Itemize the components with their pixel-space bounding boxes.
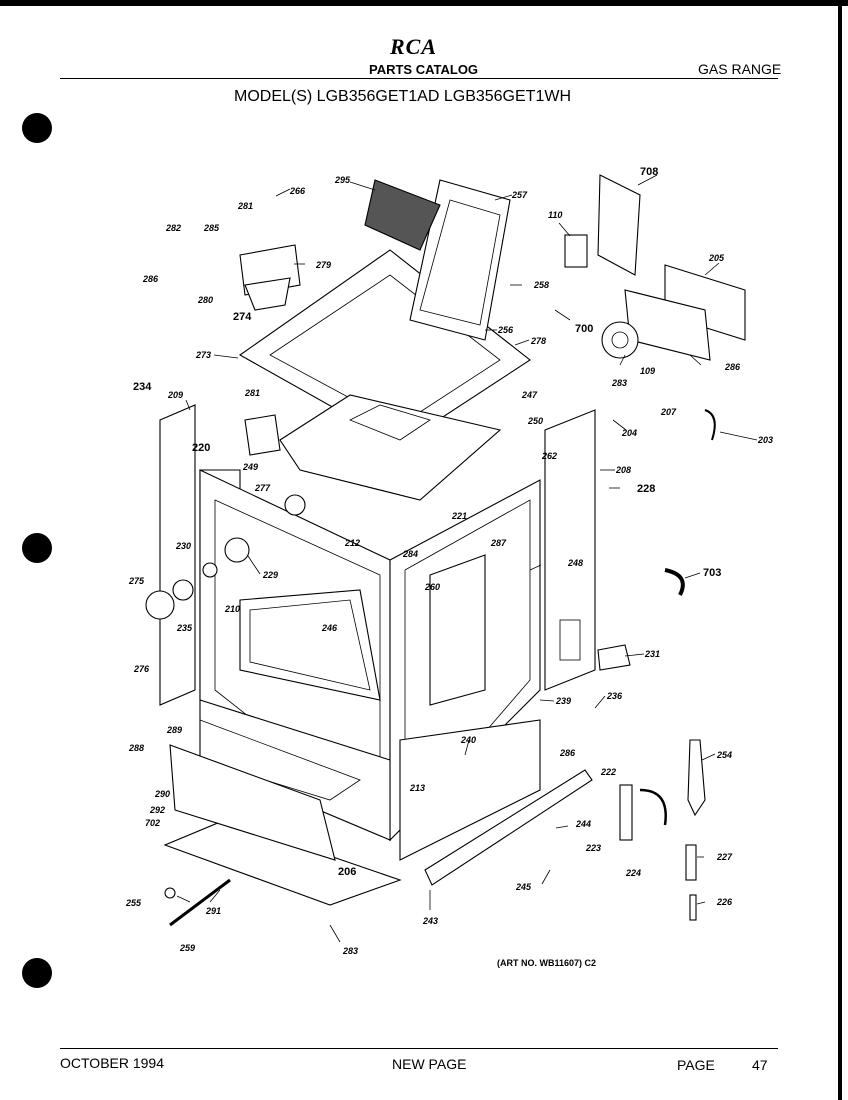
part-label-247: 247 xyxy=(521,390,538,400)
part-label-295: 295 xyxy=(334,175,351,185)
catalog-title: PARTS CATALOG xyxy=(369,62,479,77)
part-label-221: 221 xyxy=(451,511,467,521)
part-label-292: 292 xyxy=(149,805,165,815)
footer-note: NEW PAGE xyxy=(392,1056,467,1072)
part-label-257: 257 xyxy=(511,190,528,200)
part-label-276: 276 xyxy=(133,664,150,674)
footer-rule xyxy=(60,1048,778,1049)
part-label-278: 278 xyxy=(530,336,546,346)
part-label-235: 235 xyxy=(176,623,193,633)
part-label-279: 279 xyxy=(315,260,331,270)
part-label-207: 207 xyxy=(660,407,677,417)
part-label-226: 226 xyxy=(716,897,733,907)
part-label-234: 234 xyxy=(133,381,152,393)
part-label-110: 110 xyxy=(548,210,562,220)
part-label-209: 209 xyxy=(167,390,183,400)
part-label-222: 222 xyxy=(600,767,616,777)
part-label-205: 205 xyxy=(708,253,725,263)
range-body-drawing xyxy=(145,174,746,927)
part-label-277: 277 xyxy=(254,483,271,493)
part-label-281-left: 281 xyxy=(244,388,260,398)
right-border xyxy=(838,0,842,1100)
leader-lines xyxy=(176,174,758,943)
category-label: GAS RANGE xyxy=(698,61,782,77)
part-label-266: 266 xyxy=(289,186,306,196)
part-label-258: 258 xyxy=(533,280,549,290)
part-label-287: 287 xyxy=(490,538,507,548)
part-label-255: 255 xyxy=(125,898,142,908)
part-label-210: 210 xyxy=(224,604,240,614)
part-label-259: 259 xyxy=(179,943,195,953)
part-label-248: 248 xyxy=(567,558,583,568)
part-label-203: 203 xyxy=(757,435,773,445)
part-label-288: 288 xyxy=(128,743,144,753)
art-number: (ART NO. WB11607) C2 xyxy=(497,958,597,968)
part-label-284: 284 xyxy=(402,549,418,559)
header-rule xyxy=(60,78,778,79)
part-label-239: 239 xyxy=(555,696,571,706)
binder-hole-top xyxy=(22,113,52,143)
binder-hole-bottom xyxy=(22,958,52,988)
part-number-labels: 708 110 205 257 295 266 281 282 285 279 … xyxy=(125,166,773,956)
part-label-231: 231 xyxy=(644,649,660,659)
part-label-703: 703 xyxy=(703,567,721,579)
part-label-260: 260 xyxy=(424,582,440,592)
part-label-236: 236 xyxy=(606,691,623,701)
part-label-204: 204 xyxy=(621,428,637,438)
part-label-206: 206 xyxy=(338,866,356,878)
part-label-249: 249 xyxy=(242,462,258,472)
part-label-230: 230 xyxy=(175,541,191,551)
model-numbers: MODEL(S) LGB356GET1AD LGB356GET1WH xyxy=(234,88,571,105)
footer-page-label: PAGE xyxy=(677,1057,715,1073)
part-label-273: 273 xyxy=(195,350,211,360)
part-label-223: 223 xyxy=(585,843,601,853)
part-label-700: 700 xyxy=(575,323,593,335)
part-label-246: 246 xyxy=(321,623,338,633)
part-label-227: 227 xyxy=(716,852,733,862)
part-label-283-bottom: 283 xyxy=(342,946,358,956)
part-label-289: 289 xyxy=(166,725,182,735)
binder-hole-middle xyxy=(22,533,52,563)
part-label-283-top: 283 xyxy=(611,378,627,388)
part-label-224: 224 xyxy=(625,868,641,878)
part-label-213: 213 xyxy=(409,783,425,793)
part-label-275: 275 xyxy=(128,576,145,586)
part-label-109: 109 xyxy=(640,366,655,376)
footer-page-number: 47 xyxy=(752,1057,768,1073)
part-label-286-bottom: 286 xyxy=(559,748,576,758)
part-label-245: 245 xyxy=(515,882,532,892)
part-label-280: 280 xyxy=(197,295,213,305)
part-label-228: 228 xyxy=(637,483,655,495)
footer-date: OCTOBER 1994 xyxy=(60,1055,165,1071)
brand-logo: RCA xyxy=(390,34,438,59)
part-label-229: 229 xyxy=(262,570,278,580)
part-label-208: 208 xyxy=(615,465,631,475)
top-border xyxy=(0,0,848,6)
part-label-240: 240 xyxy=(460,735,476,745)
part-label-281: 281 xyxy=(237,201,253,211)
part-label-702: 702 xyxy=(145,818,160,828)
part-label-262: 262 xyxy=(541,451,557,461)
part-label-291: 291 xyxy=(205,906,221,916)
part-label-285: 285 xyxy=(203,223,220,233)
part-label-286-right: 286 xyxy=(724,362,741,372)
part-label-282: 282 xyxy=(165,223,181,233)
part-label-256: 256 xyxy=(497,325,514,335)
part-label-244: 244 xyxy=(575,819,591,829)
part-label-243: 243 xyxy=(422,916,438,926)
part-label-708: 708 xyxy=(640,166,658,178)
part-label-274: 274 xyxy=(233,311,252,323)
part-label-254: 254 xyxy=(716,750,732,760)
part-label-220: 220 xyxy=(192,442,210,454)
part-label-286-top: 286 xyxy=(142,274,159,284)
part-label-290: 290 xyxy=(154,789,170,799)
part-label-250: 250 xyxy=(527,416,543,426)
part-label-212: 212 xyxy=(344,538,360,548)
